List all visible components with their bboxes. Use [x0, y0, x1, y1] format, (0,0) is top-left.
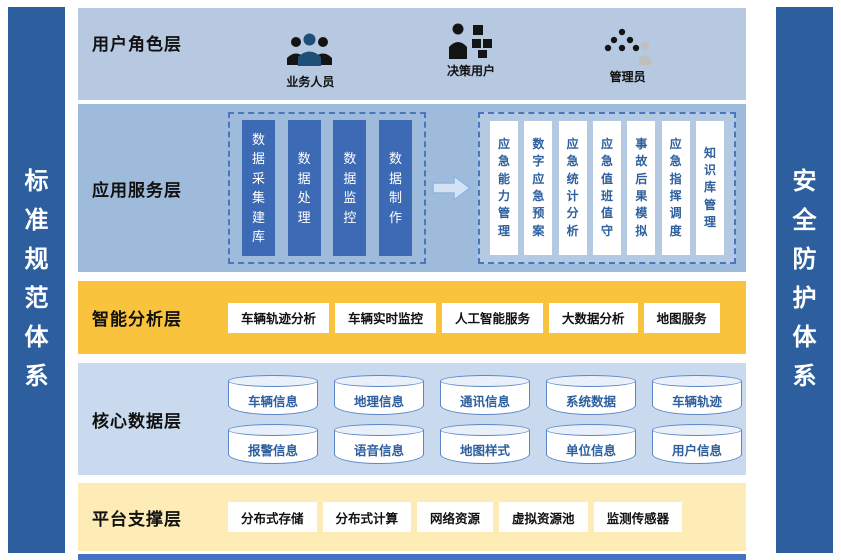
database-label: 地图样式: [459, 443, 510, 458]
database-cylinder: 车辆轨迹: [652, 374, 742, 415]
cylinder-top: [334, 423, 424, 436]
analysis-service-chip: 地图服务: [643, 302, 720, 333]
emergency-module-strip: 知识库管理: [695, 121, 724, 255]
emergency-module-strip: 事故后果模拟: [627, 121, 656, 255]
platform-resource-chip: 监测传感器: [593, 502, 683, 532]
flow-arrow-wrap: [432, 173, 472, 203]
layer-stack: 用户角色层 业务人员: [78, 8, 746, 560]
emergency-module-strip: 应急值班值守: [592, 121, 621, 255]
cylinder-top: [228, 374, 318, 387]
cylinder-top: [546, 423, 636, 436]
database-cylinder: 单位信息: [546, 423, 636, 464]
data-module-bar: 数据处理: [287, 120, 321, 256]
left-pillar: 标准规范体系: [8, 7, 65, 553]
layer-title-platform: 平台支撑层: [92, 509, 182, 529]
data-module-bar: 数据监控: [333, 120, 367, 256]
database-label: 通讯信息: [459, 394, 510, 409]
database-label: 系统数据: [565, 394, 616, 409]
database-cylinder: 地理信息: [334, 374, 424, 415]
analysis-services-row: 车辆轨迹分析 车辆实时监控 人工智能服务 大数据分析 地图服务: [228, 302, 746, 333]
emergency-module-label: 应急值班值守: [600, 136, 613, 238]
role-label: 业务人员: [286, 75, 335, 89]
analysis-service-chip: 车辆实时监控: [335, 302, 437, 333]
database-cylinder: 语音信息: [334, 423, 424, 464]
data-module-label: 数据采集建库: [252, 131, 266, 245]
database-label: 用户信息: [671, 443, 722, 458]
cylinder-top: [334, 374, 424, 387]
database-cylinder: 报警信息: [228, 423, 318, 464]
right-pillar-label: 安全防护体系: [792, 168, 817, 390]
cylinder-top: [440, 423, 530, 436]
core-data-row-2: 报警信息 语音信息 地图样式 单位信息 用户信息: [228, 423, 742, 464]
data-module-bar: 数据制作: [378, 120, 412, 256]
data-module-bar: 数据采集建库: [242, 120, 275, 256]
database-cylinder: 地图样式: [440, 423, 530, 464]
emergency-module-strip: 数字应急预案: [524, 121, 553, 255]
layer-title-analysis: 智能分析层: [92, 310, 182, 329]
cylinder-top: [228, 423, 318, 436]
emergency-module-label: 事故后果模拟: [635, 136, 648, 238]
data-module-label: 数据监控: [343, 151, 357, 225]
analysis-service-chip: 人工智能服务: [442, 302, 544, 333]
emergency-module-label: 知识库管理: [703, 145, 716, 230]
core-data-content: 车辆信息 地理信息 通讯信息 系统数据 车辆轨迹 报警信息 语音信息 地图样式 …: [228, 374, 746, 464]
cylinder-top: [652, 374, 742, 387]
role-business-users: 业务人员: [282, 32, 338, 90]
emergency-modules-group: 应急能力管理 数字应急预案 应急统计分析 应急值班值守 事故后果模拟 应急指挥调…: [478, 112, 736, 264]
role-decision-users: 决策用户: [447, 21, 495, 79]
emergency-module-label: 应急统计分析: [566, 136, 579, 238]
emergency-module-strip: 应急指挥调度: [661, 121, 690, 255]
platform-resource-chip: 网络资源: [417, 502, 494, 532]
layer-app-service: 应用服务层 数据采集建库 数据处理 数据监控 数据制作 应急能力管理 数字应急预…: [78, 104, 746, 272]
database-cylinder: 通讯信息: [440, 374, 530, 415]
analysis-service-chip: 大数据分析: [549, 302, 638, 333]
database-cylinder: 系统数据: [546, 374, 636, 415]
analysis-service-chip: 车辆轨迹分析: [228, 302, 330, 333]
platform-resource-chip: 分布式计算: [322, 502, 412, 532]
cylinder-top: [546, 374, 636, 387]
layer-analysis: 智能分析层 车辆轨迹分析 车辆实时监控 人工智能服务 大数据分析 地图服务: [78, 281, 746, 354]
database-label: 报警信息: [247, 443, 298, 458]
app-service-content: 数据采集建库 数据处理 数据监控 数据制作 应急能力管理 数字应急预案 应急统计…: [228, 112, 746, 264]
database-cylinder: 用户信息: [652, 423, 742, 464]
right-arrow-icon: [432, 174, 472, 202]
layer-user-role: 用户角色层 业务人员: [78, 8, 746, 100]
database-label: 单位信息: [565, 443, 616, 458]
platform-resources-row: 分布式存储 分布式计算 网络资源 虚拟资源池 监测传感器: [228, 502, 746, 532]
right-pillar: 安全防护体系: [776, 7, 833, 553]
role-admin: 管理员: [604, 27, 652, 85]
layer-platform-support: 平台支撑层 分布式存储 分布式计算 网络资源 虚拟资源池 监测传感器: [78, 483, 746, 551]
emergency-module-label: 应急能力管理: [498, 136, 511, 238]
database-label: 车辆轨迹: [671, 394, 722, 409]
business-users-icon: [287, 33, 333, 66]
data-module-label: 数据制作: [388, 151, 402, 225]
layer-core-data: 核心数据层 车辆信息 地理信息 通讯信息 系统数据 车辆轨迹 报警信息 语音信息…: [78, 363, 746, 475]
database-cylinder: 车辆信息: [228, 374, 318, 415]
layer-title-app-service: 应用服务层: [92, 180, 182, 200]
platform-resource-chip: 虚拟资源池: [499, 502, 588, 532]
cylinder-top: [652, 423, 742, 436]
admin-icon: [604, 28, 651, 65]
role-label: 决策用户: [446, 64, 495, 78]
core-data-row-1: 车辆信息 地理信息 通讯信息 系统数据 车辆轨迹: [228, 374, 742, 415]
role-label: 管理员: [609, 70, 646, 84]
database-label: 语音信息: [353, 443, 404, 458]
database-label: 地理信息: [353, 394, 404, 409]
layer-title-core-data: 核心数据层: [92, 411, 182, 431]
platform-resource-chip: 分布式存储: [228, 502, 317, 532]
decision-users-icon: [448, 23, 492, 59]
bottom-accent-bar: [78, 554, 746, 560]
layer-title-user-role: 用户角色层: [92, 35, 182, 54]
database-label: 车辆信息: [247, 394, 298, 409]
cylinder-top: [440, 374, 530, 387]
emergency-module-label: 应急指挥调度: [669, 136, 682, 238]
emergency-module-label: 数字应急预案: [532, 136, 545, 238]
emergency-module-strip: 应急统计分析: [558, 121, 587, 255]
roles-row: 业务人员 决策用户: [228, 18, 746, 90]
data-module-label: 数据处理: [297, 151, 311, 225]
left-pillar-label: 标准规范体系: [24, 168, 49, 390]
emergency-module-strip: 应急能力管理: [490, 121, 518, 255]
data-modules-group: 数据采集建库 数据处理 数据监控 数据制作: [228, 112, 426, 264]
